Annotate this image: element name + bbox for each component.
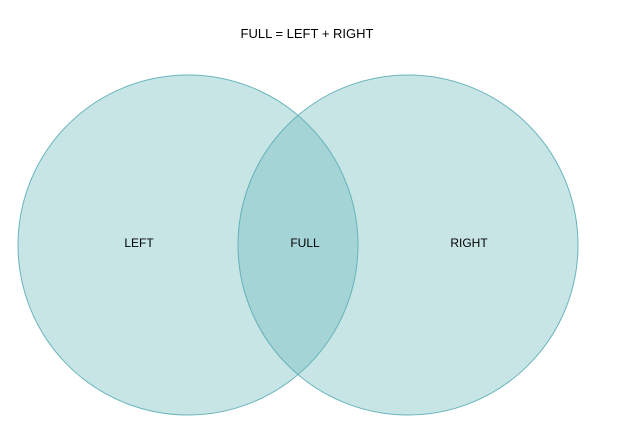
- left-set-label: LEFT: [124, 236, 154, 250]
- left-set-circle: [17, 74, 359, 416]
- intersection-label: FULL: [290, 236, 320, 250]
- right-set-label: RIGHT: [450, 236, 488, 250]
- right-set-circle: [237, 74, 579, 416]
- diagram-title: FULL = LEFT + RIGHT: [241, 26, 374, 41]
